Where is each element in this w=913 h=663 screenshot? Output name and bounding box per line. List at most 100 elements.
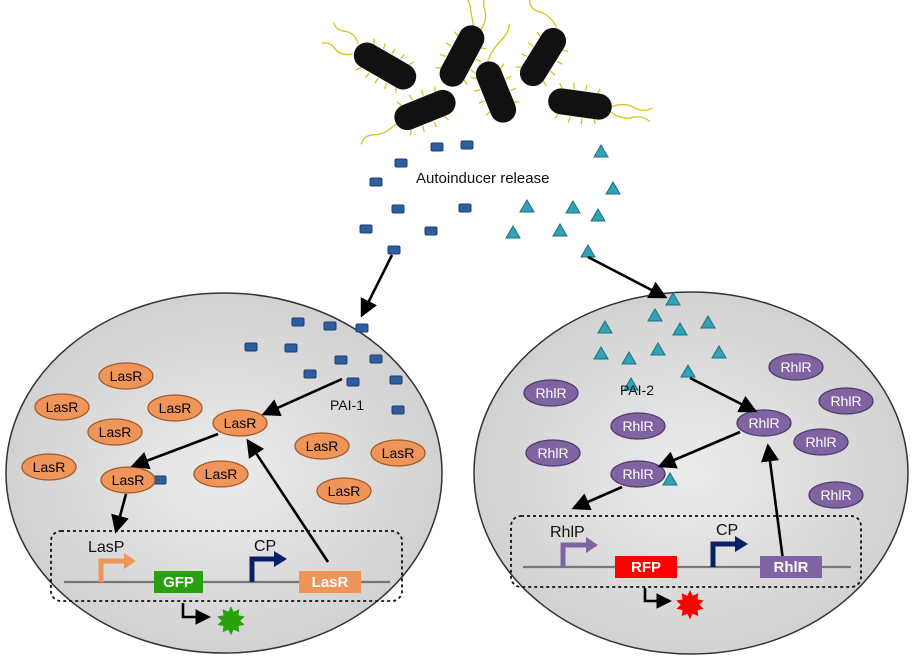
triangle-autoinducer-icon: [519, 199, 535, 213]
rhlp-promoter: RhlP: [550, 524, 598, 567]
square-autoinducer-icon: [460, 140, 474, 150]
rhlr-protein-label: RhlR: [805, 434, 836, 450]
lasp-promoter: LasP: [88, 539, 136, 582]
lasr-protein: LasR: [147, 394, 203, 422]
left-cell-arrows: [111, 254, 394, 563]
rhlr-gene-label: RhlR: [774, 559, 809, 576]
rfp-gene-label: RFP: [631, 559, 661, 576]
rhlr-protein-label: RhlR: [748, 415, 779, 431]
lasr-protein-label: LasR: [205, 466, 238, 482]
rhlr-protein: RhlR: [818, 387, 874, 415]
rod-bacterium-icon: [360, 86, 456, 145]
rhlr-protein: RhlR: [610, 412, 666, 440]
rod-bacterium-icon: [470, 23, 520, 123]
right-cell: PAI-2 RhlR RhlR RhlR RhlR RhlR: [473, 255, 909, 655]
lasr-proteins: LasR LasR LasR LasR LasR LasR: [21, 362, 426, 505]
square-autoinducer-icon: [346, 377, 360, 387]
lasr-protein-complex: LasR: [100, 466, 156, 494]
right-cell-arrows: [571, 255, 785, 561]
square-autoinducer-icon: [334, 355, 348, 365]
lasr-protein: LasR: [98, 362, 154, 390]
gfp-gene: GFP: [154, 571, 203, 593]
lasr-protein: LasR: [34, 393, 90, 421]
lasr-protein-label: LasR: [99, 424, 132, 440]
lasr-gene: LasR: [299, 571, 361, 593]
triangle-autoinducer-icon: [552, 223, 568, 237]
lasr-protein-label: LasR: [224, 415, 257, 431]
lasr-protein-label: LasR: [159, 400, 192, 416]
square-autoinducer-icon: [391, 405, 405, 415]
lasr-protein-label: LasR: [382, 445, 415, 461]
lasr-protein-label: LasR: [110, 368, 143, 384]
square-autoinducer-icon: [323, 321, 337, 331]
triangle-autoinducer-icon: [590, 208, 606, 222]
rhlp-label: RhlP: [550, 524, 585, 541]
left-cell: PAI-1 LasR LasR LasR LasR LasR: [5, 254, 443, 654]
red-star-burst-icon: [676, 590, 704, 620]
released-square-autoinducers: [359, 140, 474, 255]
square-autoinducer-icon: [387, 245, 401, 255]
rod-bacterium-icon: [321, 22, 417, 94]
cp-label-right: CP: [716, 522, 738, 539]
gfp-output-arrow: [181, 603, 212, 625]
pai-1-label: PAI-1: [330, 397, 364, 413]
lasr-protein: LasR: [193, 460, 249, 488]
lasp-label: LasP: [88, 539, 124, 556]
lasr-protein: LasR: [21, 453, 77, 481]
rfp-output-arrow: [643, 588, 673, 609]
las-operon-box: [50, 530, 403, 602]
rhlr-proteins: RhlR RhlR RhlR RhlR RhlR RhlR: [523, 353, 874, 509]
rhlr-protein: RhlR: [793, 428, 849, 456]
lasr-protein-label: LasR: [112, 472, 145, 488]
triangle-autoinducer-icon: [605, 181, 621, 195]
rhlr-protein-label: RhlR: [820, 487, 851, 503]
lasr-gene-label: LasR: [312, 574, 349, 591]
square-autoinducer-icon: [291, 317, 305, 327]
released-triangle-autoinducers: [505, 144, 621, 258]
rod-bacterium-icon: [515, 0, 568, 87]
lasr-protein-label: LasR: [328, 483, 361, 499]
square-autoinducer-icon: [389, 375, 403, 385]
square-autoinducer-icon: [359, 224, 373, 234]
lasr-protein-label: LasR: [46, 399, 79, 415]
square-autoinducer-icon: [303, 369, 317, 379]
cp-promoter-left: CP: [249, 538, 287, 582]
square-autoinducer-icon: [369, 177, 383, 187]
rhlr-protein-bound: RhlR: [736, 409, 792, 437]
rhlr-protein-label: RhlR: [780, 359, 811, 375]
autoinducer-release-label: Autoinducer release: [416, 170, 549, 187]
square-autoinducer-icon: [284, 343, 298, 353]
square-autoinducer-icon: [244, 342, 258, 352]
rhlr-gene: RhlR: [760, 556, 822, 578]
square-autoinducer-icon: [153, 475, 167, 485]
rhlr-protein-label: RhlR: [537, 445, 568, 461]
rfp-gene: RFP: [615, 556, 677, 578]
square-autoinducer-icon: [430, 142, 444, 152]
square-autoinducer-icon: [458, 203, 472, 213]
square-autoinducer-icon: [355, 323, 369, 333]
lasr-protein-label: LasR: [33, 459, 66, 475]
rhlr-protein: RhlR: [525, 439, 581, 467]
lasr-protein: LasR: [370, 439, 426, 467]
cp-promoter-right: CP: [710, 522, 748, 567]
rhlr-protein: RhlR: [768, 353, 824, 381]
lasr-protein-label: LasR: [306, 438, 339, 454]
rhlr-protein-complex: RhlR: [610, 460, 666, 488]
gfp-gene-label: GFP: [163, 574, 194, 591]
rhlr-protein-label: RhlR: [535, 385, 566, 401]
rod-bacterium-icon: [435, 0, 490, 87]
square-autoinducer-icon: [369, 354, 383, 364]
rhlr-protein: RhlR: [808, 481, 864, 509]
triangle-autoinducer-icon: [565, 200, 581, 214]
lasr-protein: LasR: [316, 477, 372, 505]
cp-label-left: CP: [254, 538, 276, 555]
bacteria-cluster: [321, 0, 653, 145]
pai-2-label: PAI-2: [620, 382, 654, 398]
rhlr-protein-label: RhlR: [622, 466, 653, 482]
square-autoinducer-icon: [424, 226, 438, 236]
square-autoinducer-icon: [394, 158, 408, 168]
triangle-autoinducer-icon: [505, 225, 521, 239]
rhlr-protein: RhlR: [523, 379, 579, 407]
